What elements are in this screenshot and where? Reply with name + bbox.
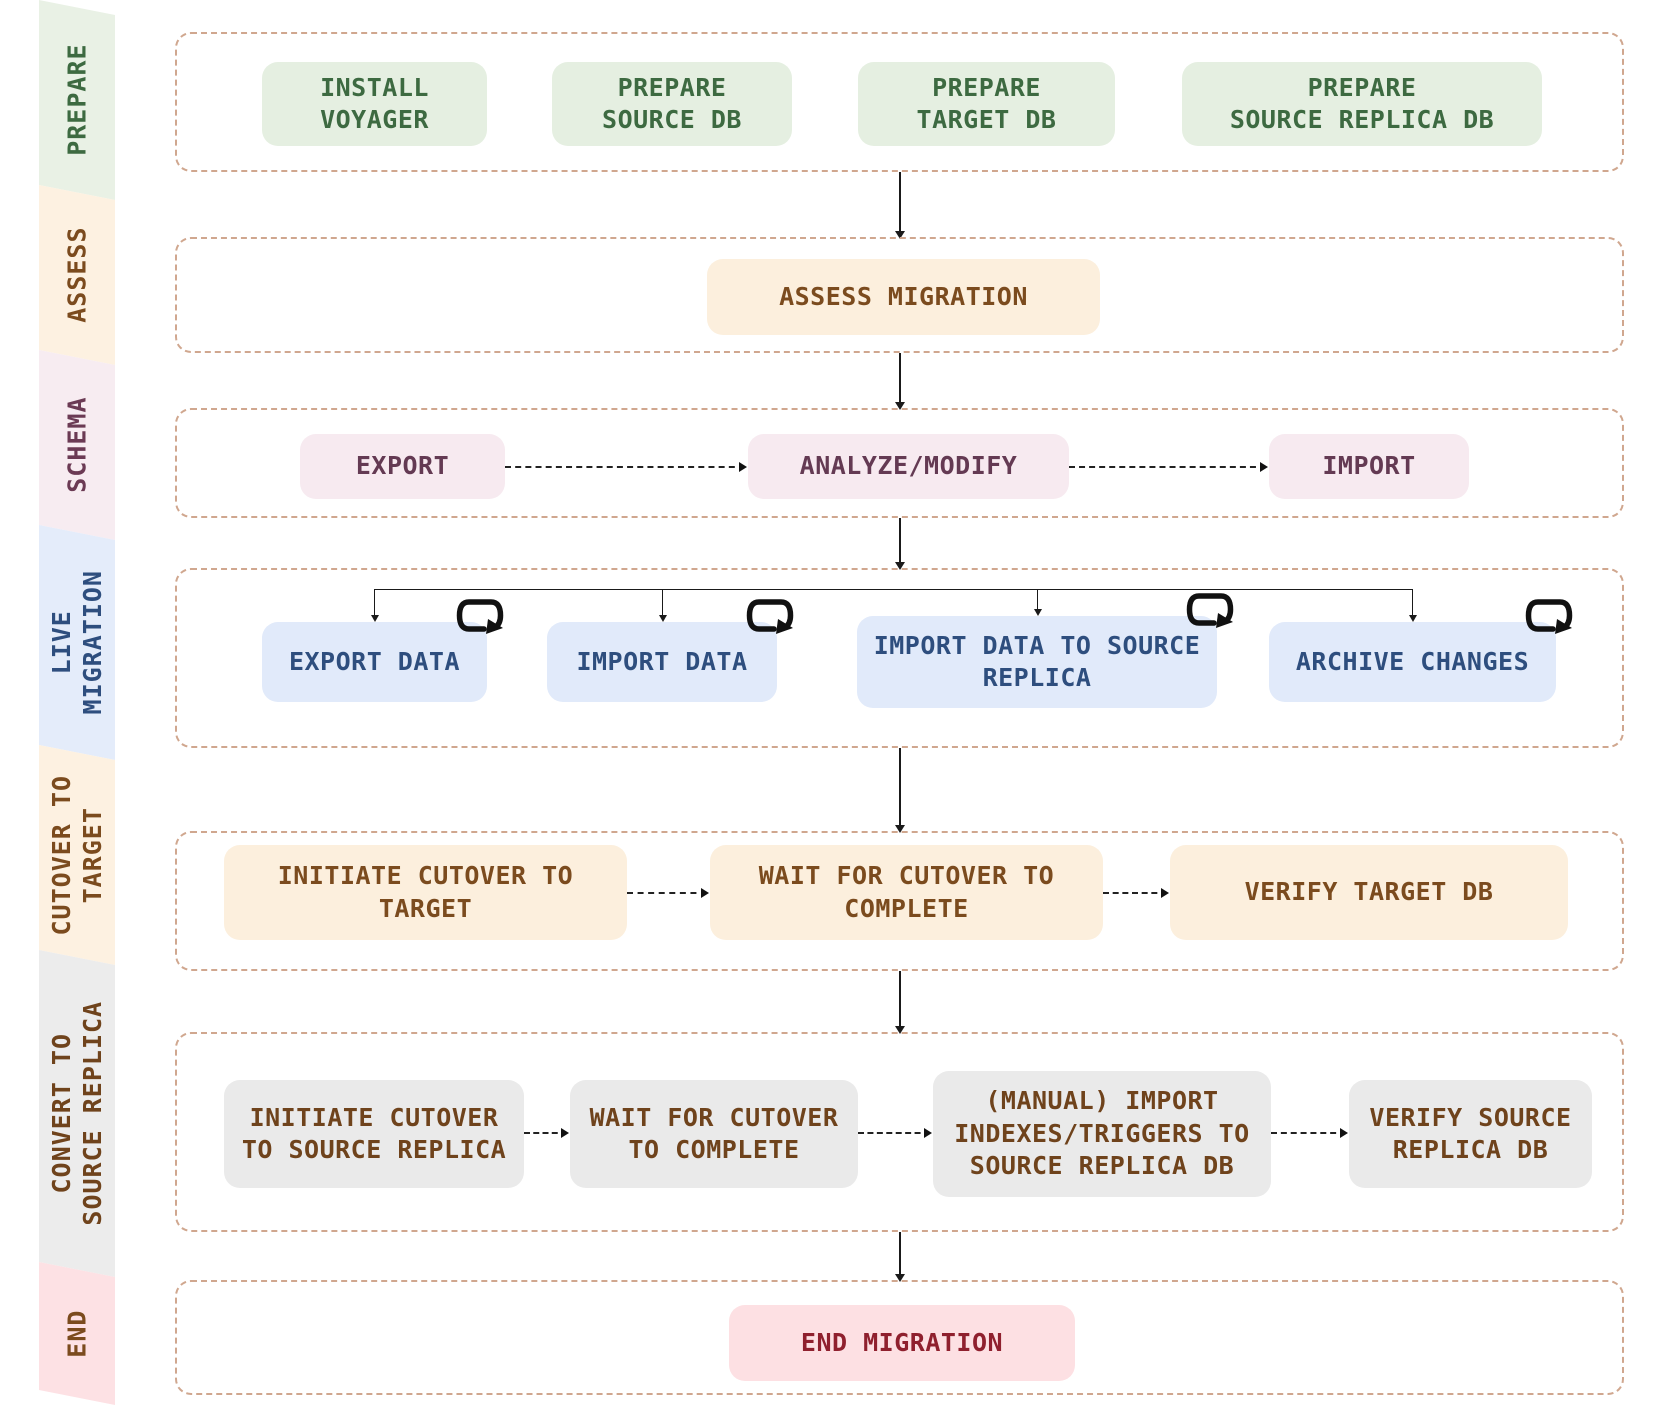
arrow-convert-to-end (895, 1232, 905, 1282)
branch-line (374, 589, 1412, 590)
loop-icon (1525, 599, 1573, 634)
phase-label-end: END (62, 1309, 92, 1358)
node-label: ANALYZE/MODIFY (799, 451, 1018, 481)
arrow-export-to-analyze (505, 462, 747, 472)
node-prepare-source-replica-db: PREPARE SOURCE REPLICA DB (1182, 62, 1542, 146)
lane-convert-to-source-replica: INITIATE CUTOVER TO SOURCE REPLICA WAIT … (175, 1032, 1624, 1232)
node-label: IMPORT DATA (576, 646, 748, 676)
branch-arrow-export-data (370, 589, 379, 622)
arrow-wait-to-verify (1103, 888, 1169, 898)
phase-label-schema: SCHEMA (62, 396, 92, 494)
phase-label-prepare: PREPARE (62, 43, 92, 157)
node-analyze-modify-schema: ANALYZE/MODIFY (748, 434, 1069, 499)
branch-arrow-import-data-source-replica (1033, 589, 1042, 616)
node-label: END MIGRATION (800, 1327, 1004, 1357)
node-install-voyager: INSTALL VOYAGER (262, 62, 487, 146)
node-label: WAIT FOR CUTOVER TO COMPLETE (589, 1102, 839, 1165)
phase-label-cutover-to-target: CUTOVER TO TARGET (46, 774, 108, 936)
phase-strip-assess: ASSESS (39, 185, 115, 365)
node-label: (MANUAL) IMPORT INDEXES/TRIGGERS TO SOUR… (954, 1086, 1250, 1181)
arrow-initiate-to-wait (627, 888, 709, 898)
loop-icon (746, 599, 794, 634)
node-label: EXPORT (355, 451, 450, 481)
node-wait-for-cutover-to-complete: WAIT FOR CUTOVER TO COMPLETE (710, 845, 1103, 940)
phase-strip-convert-to-source-replica: CONVERT TO SOURCE REPLICA (39, 950, 115, 1277)
node-verify-source-replica-db: VERIFY SOURCE REPLICA DB (1349, 1080, 1592, 1188)
node-label: PREPARE TARGET DB (916, 72, 1057, 135)
node-label: IMPORT DATA TO SOURCE REPLICA (873, 630, 1201, 693)
phase-label-live-migration: LIVE MIGRATION (46, 570, 107, 715)
node-manual-import-indexes-triggers: (MANUAL) IMPORT INDEXES/TRIGGERS TO SOUR… (933, 1071, 1271, 1197)
node-prepare-source-db: PREPARE SOURCE DB (552, 62, 792, 146)
branch-arrow-import-data (658, 589, 667, 622)
node-label: WAIT FOR CUTOVER TO COMPLETE (758, 861, 1055, 923)
node-label: ARCHIVE CHANGES (1295, 646, 1530, 676)
node-label: PREPARE SOURCE DB (602, 72, 742, 135)
node-label: INITIATE CUTOVER TO SOURCE REPLICA (241, 1102, 507, 1165)
node-label: VERIFY TARGET DB (1244, 877, 1494, 907)
node-label: INSTALL VOYAGER (320, 72, 429, 135)
arrow-schema-to-live-migration (895, 518, 905, 570)
arrow-analyze-to-import (1069, 462, 1268, 472)
phase-strip-cutover-to-target: CUTOVER TO TARGET (39, 745, 115, 965)
lane-schema: EXPORT ANALYZE/MODIFY IMPORT (175, 408, 1624, 518)
node-initiate-cutover-to-source-replica: INITIATE CUTOVER TO SOURCE REPLICA (224, 1080, 524, 1188)
phase-strip-live-migration: LIVE MIGRATION (39, 525, 115, 760)
node-assess-migration: ASSESS MIGRATION (707, 259, 1100, 335)
arrow-prepare-to-assess (895, 172, 905, 239)
lane-live-migration: EXPORT DATA IMPORT DATA IMPORT DATA TO S… (175, 568, 1624, 748)
lane-assess: ASSESS MIGRATION (175, 237, 1624, 353)
arrow-wait-to-manual-import (858, 1128, 932, 1138)
node-archive-changes: ARCHIVE CHANGES (1269, 599, 1573, 702)
node-export-schema: EXPORT (300, 434, 505, 499)
arrow-live-migration-to-cutover (895, 748, 905, 833)
node-import-data: IMPORT DATA (547, 599, 794, 702)
phase-strip-prepare: PREPARE (39, 0, 115, 200)
node-label: INITIATE CUTOVER TO TARGET (277, 861, 574, 923)
node-import-data-to-source-replica: IMPORT DATA TO SOURCE REPLICA (857, 593, 1234, 708)
arrow-cutover-to-convert (895, 971, 905, 1034)
node-label: VERIFY SOURCE REPLICA DB (1369, 1102, 1572, 1165)
lane-end: END MIGRATION (175, 1280, 1624, 1395)
node-label: ASSESS MIGRATION (779, 281, 1028, 311)
phase-strip-end: END (39, 1262, 115, 1405)
node-verify-target-db: VERIFY TARGET DB (1170, 845, 1568, 940)
lane-cutover-to-target: INITIATE CUTOVER TO TARGET WAIT FOR CUTO… (175, 831, 1624, 971)
node-end-migration: END MIGRATION (729, 1305, 1075, 1381)
arrow-assess-to-schema (895, 353, 905, 410)
node-import-schema: IMPORT (1269, 434, 1469, 499)
node-initiate-cutover-to-target: INITIATE CUTOVER TO TARGET (224, 845, 627, 940)
node-label: IMPORT (1322, 451, 1416, 481)
node-wait-for-cutover-to-complete-sr: WAIT FOR CUTOVER TO COMPLETE (570, 1080, 858, 1188)
node-export-data: EXPORT DATA (262, 599, 504, 702)
node-label: EXPORT DATA (288, 646, 461, 676)
node-prepare-target-db: PREPARE TARGET DB (858, 62, 1115, 146)
phase-label-convert-to-source-replica: CONVERT TO SOURCE REPLICA (46, 1001, 107, 1226)
loop-icon (1186, 593, 1234, 628)
lane-prepare: INSTALL VOYAGER PREPARE SOURCE DB PREPAR… (175, 32, 1624, 172)
branch-arrow-archive-changes (1408, 589, 1417, 622)
phase-label-assess: ASSESS (62, 226, 92, 324)
phase-strip-schema: SCHEMA (39, 350, 115, 540)
arrow-manual-import-to-verify-sr (1271, 1128, 1348, 1138)
arrow-initiate-to-wait-sr (524, 1128, 569, 1138)
loop-icon (456, 599, 504, 634)
node-label: PREPARE SOURCE REPLICA DB (1229, 72, 1495, 135)
